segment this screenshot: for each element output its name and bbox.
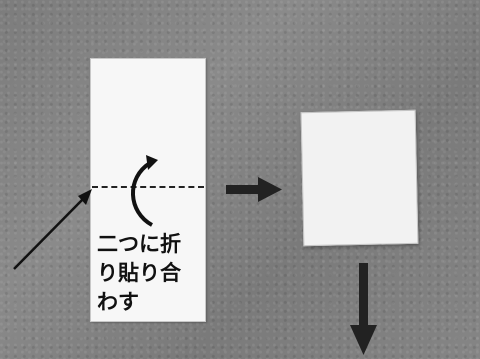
right-arrow-icon — [226, 177, 282, 202]
down-arrow-icon — [350, 263, 377, 355]
curved-fold-arrow-icon — [131, 155, 158, 227]
paper-strip — [90, 58, 206, 322]
pointer-arrow-icon — [13, 189, 92, 270]
fold-line — [92, 186, 204, 188]
fold-instruction-text: 二つに折 り貼り合 わす — [97, 232, 181, 314]
